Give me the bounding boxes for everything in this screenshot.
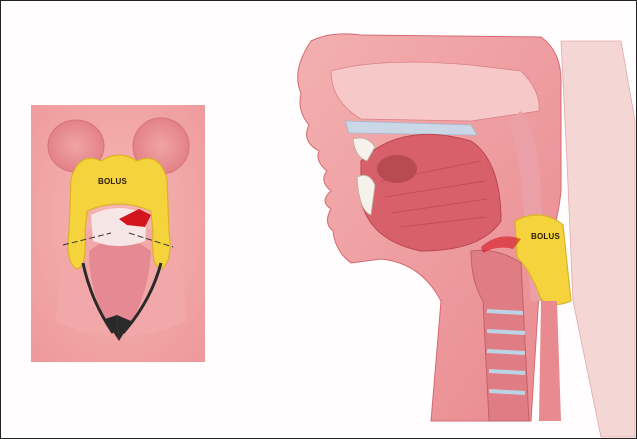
nasal-cavity (331, 62, 539, 121)
neck-tissue (561, 41, 635, 437)
side-view-bolus-label: BOLUS (531, 232, 560, 241)
oral-cavity (377, 155, 417, 183)
front-view-bolus-label: BOLUS (98, 177, 127, 186)
tongue (361, 134, 501, 251)
esophagus (539, 301, 561, 421)
